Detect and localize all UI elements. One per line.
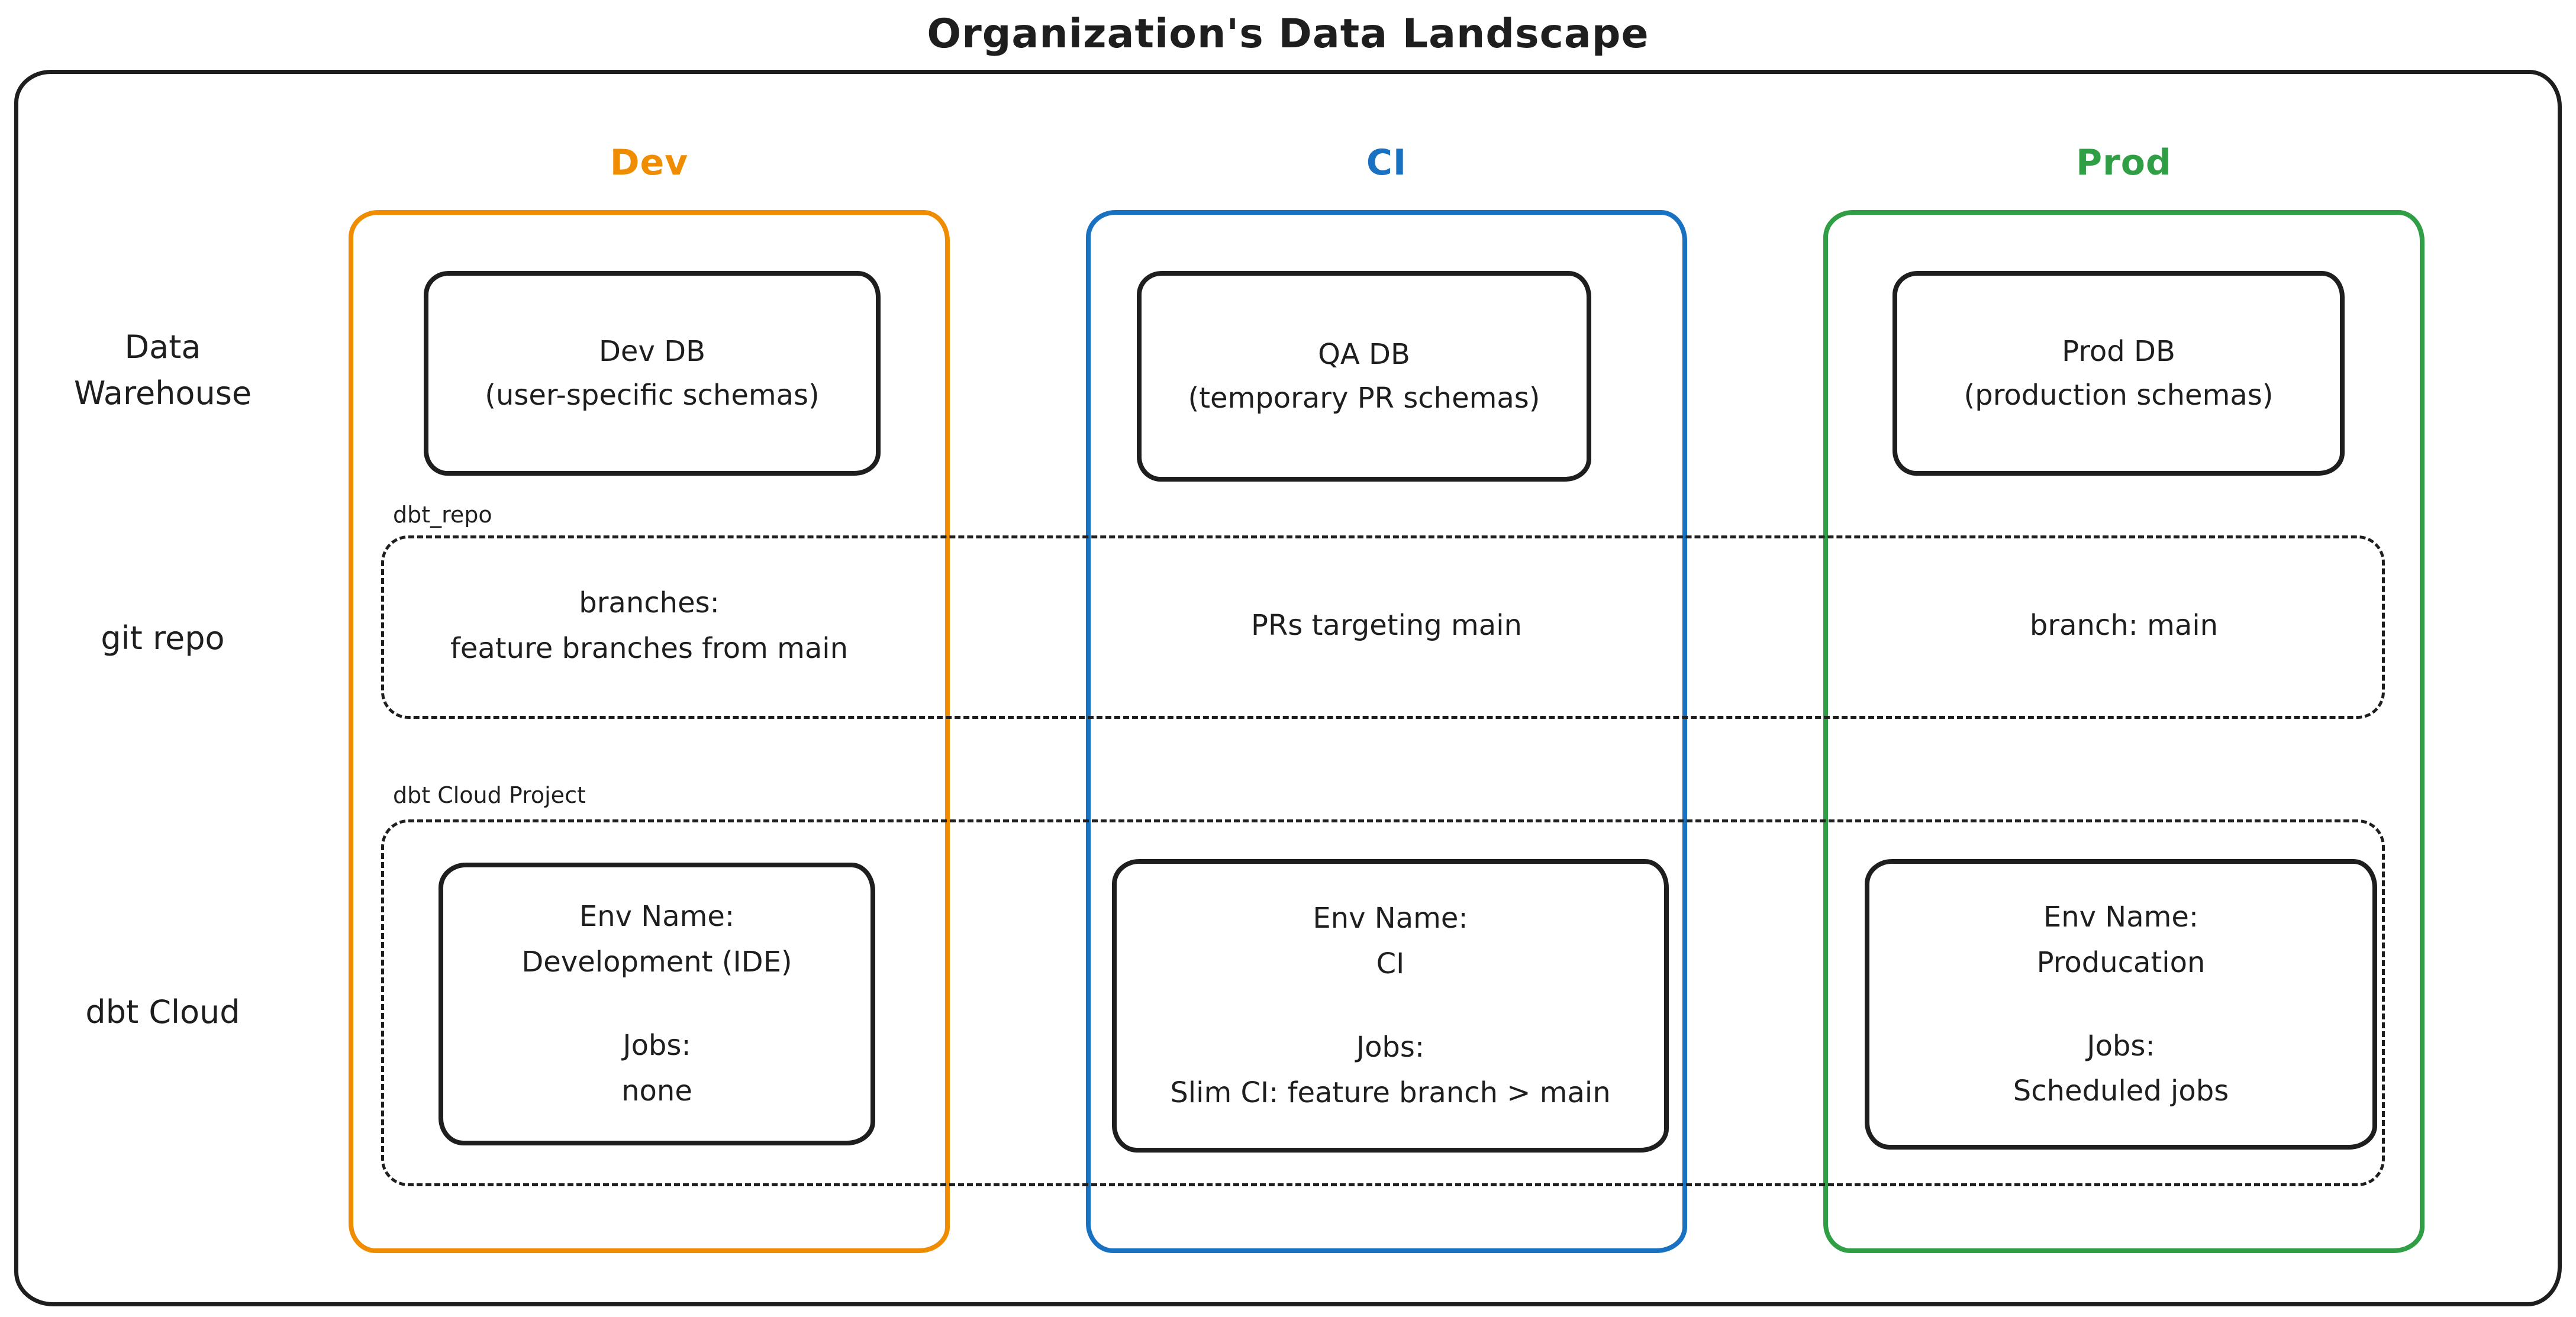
row-label-data-warehouse-line1: Data	[124, 328, 201, 366]
dbt-repo-label: dbt_repo	[393, 502, 492, 528]
env-box-dev-env-label: Env Name:	[579, 900, 735, 934]
dbt-repo-dashed-box	[381, 535, 2385, 719]
git-text-prod: branch: main	[1823, 535, 2425, 716]
env-box-ci-jobs-label: Jobs:	[1356, 1031, 1425, 1064]
db-box-dev-detail: (user-specific schemas)	[485, 379, 820, 412]
git-text-dev: branches: feature branches from main	[349, 535, 950, 716]
row-label-data-warehouse-line2: Warehouse	[73, 375, 252, 412]
env-box-dev-env-name: Development (IDE)	[521, 945, 792, 979]
env-box-ci: Env Name: CI Jobs: Slim CI: feature bran…	[1112, 859, 1669, 1153]
env-box-ci-env-name: CI	[1376, 947, 1405, 981]
column-box-dev	[349, 210, 950, 1253]
db-box-qa-detail: (temporary PR schemas)	[1188, 382, 1540, 415]
db-box-prod: Prod DB (production schemas)	[1892, 271, 2345, 476]
column-header-dev: Dev	[610, 142, 689, 183]
db-box-qa-name: QA DB	[1318, 337, 1410, 371]
db-box-dev-name: Dev DB	[598, 334, 706, 368]
git-text-ci-line1: PRs targeting main	[1251, 609, 1522, 643]
row-label-dbt-cloud: dbt Cloud	[85, 993, 240, 1031]
env-box-dev: Env Name: Development (IDE) Jobs: none	[439, 863, 875, 1145]
env-box-prod-env-label: Env Name:	[2043, 900, 2199, 934]
db-box-qa: QA DB (temporary PR schemas)	[1137, 271, 1591, 482]
dbt-cloud-project-label: dbt Cloud Project	[393, 782, 586, 808]
diagram-title: Organization's Data Landscape	[927, 11, 1649, 57]
column-box-ci	[1086, 210, 1687, 1253]
db-box-dev: Dev DB (user-specific schemas)	[424, 271, 881, 476]
env-box-prod-jobs: Scheduled jobs	[2013, 1074, 2229, 1108]
row-label-data-warehouse: Data Warehouse	[36, 324, 290, 417]
db-box-prod-name: Prod DB	[2062, 334, 2175, 368]
git-text-dev-line1: branches:	[579, 586, 720, 619]
env-box-prod: Env Name: Producation Jobs: Scheduled jo…	[1865, 859, 2377, 1150]
git-text-ci: PRs targeting main	[1086, 535, 1687, 716]
outer-frame	[14, 70, 2562, 1306]
env-box-prod-jobs-label: Jobs:	[2087, 1029, 2155, 1063]
env-box-prod-env-name: Producation	[2036, 945, 2206, 979]
dbt-cloud-project-dashed-box	[381, 819, 2385, 1186]
db-box-prod-detail: (production schemas)	[1964, 379, 2274, 412]
env-box-ci-jobs: Slim CI: feature branch > main	[1170, 1076, 1611, 1109]
git-text-dev-line2: feature branches from main	[450, 631, 849, 665]
env-box-dev-jobs: none	[621, 1074, 692, 1108]
git-text-prod-line1: branch: main	[2029, 609, 2219, 643]
env-box-ci-env-label: Env Name:	[1313, 902, 1468, 935]
column-header-ci: CI	[1366, 142, 1407, 183]
column-header-prod: Prod	[2076, 142, 2172, 183]
env-box-dev-jobs-label: Jobs:	[623, 1029, 691, 1062]
row-label-git-repo: git repo	[101, 619, 225, 657]
column-box-prod	[1823, 210, 2425, 1253]
